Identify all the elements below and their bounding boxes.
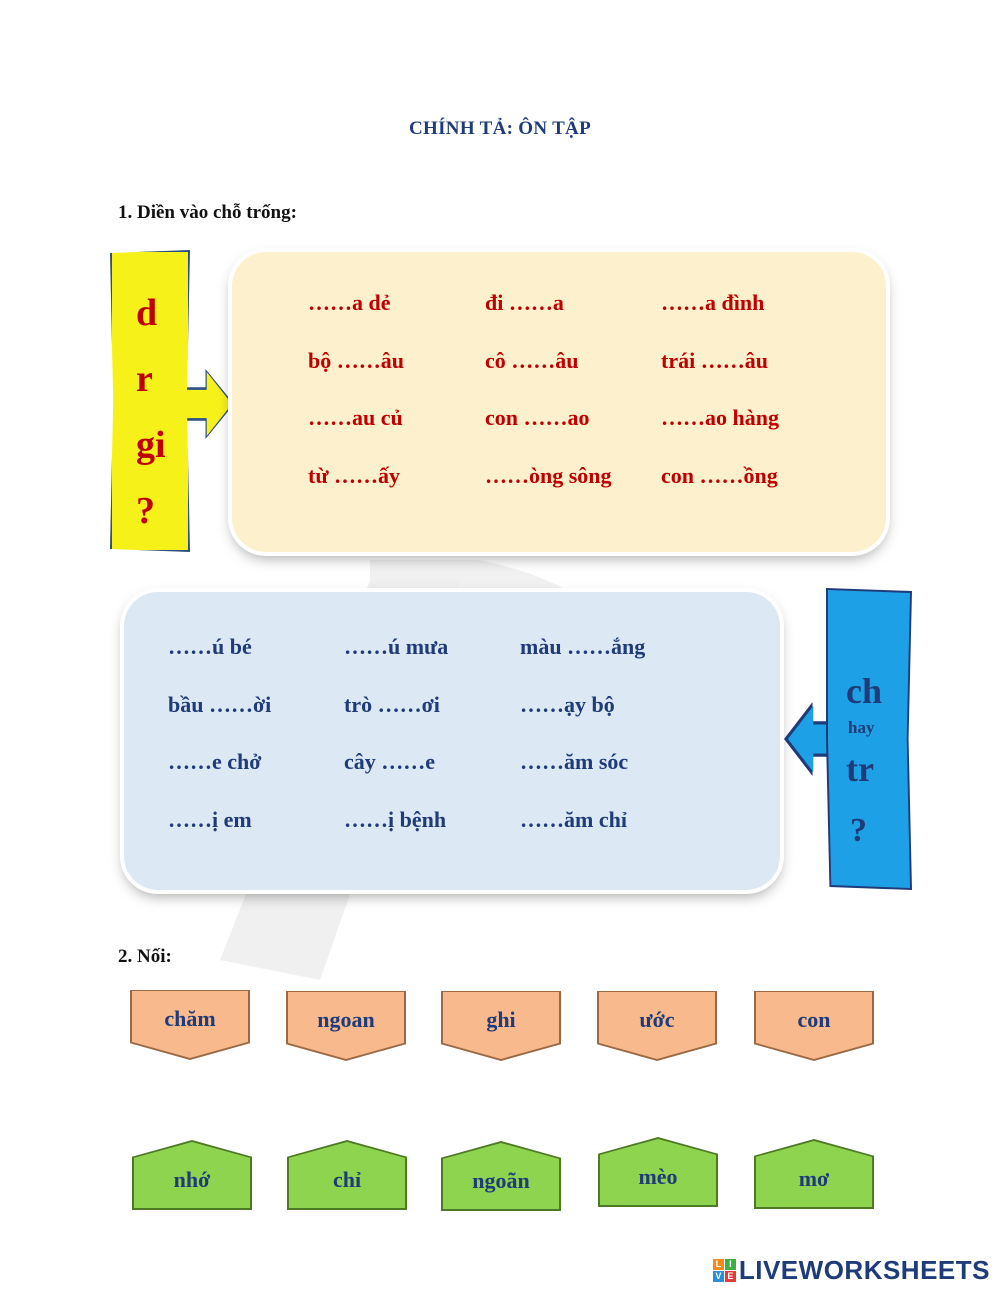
match-tile-top[interactable]: ngoan (288, 992, 404, 1059)
logo-mark-icon: L I V E (712, 1259, 736, 1282)
blank-item[interactable]: từ ……ấy (308, 463, 401, 488)
blue-letter-banner: ch hay tr ? (828, 590, 910, 888)
blank-item[interactable]: trò ……ơi (344, 692, 440, 717)
banner-letter-d: d (136, 292, 158, 334)
blank-item[interactable]: màu ……ắng (520, 634, 646, 659)
match-tile-bottom[interactable]: mơ (756, 1141, 872, 1207)
logo-mark-letter: E (724, 1271, 736, 1282)
blank-item[interactable]: trái ……âu (661, 348, 768, 373)
blank-item[interactable]: ……ị bệnh (344, 807, 447, 832)
blank-item[interactable]: ……ị em (168, 807, 252, 832)
blank-item[interactable]: con ……ao (485, 405, 590, 430)
section1-heading: 1. Diền vào chỗ trống: (118, 202, 297, 223)
blank-item[interactable]: cây ……e (344, 749, 436, 774)
match-tile-top[interactable]: ước (599, 992, 715, 1059)
blank-item[interactable]: con ……ồng (661, 463, 778, 488)
match-tile-bottom[interactable]: chỉ (289, 1142, 405, 1208)
banner-letter-r: r (136, 358, 153, 400)
blank-item[interactable]: ……ú mưa (344, 634, 449, 659)
match-tile-top[interactable]: con (756, 992, 872, 1059)
blank-item[interactable]: bầu ……ời (168, 692, 272, 717)
blank-item[interactable]: ……ú bé (168, 634, 252, 659)
logo-mark-letter: L (712, 1259, 724, 1270)
blank-item[interactable]: ……ăm sóc (520, 749, 629, 774)
liveworksheets-logo: L I V E LIVEWORKSHEETS (712, 1255, 990, 1286)
match-tile-bottom[interactable]: ngoãn (443, 1143, 559, 1209)
blank-item[interactable]: ……ạy bộ (520, 692, 615, 717)
blank-item[interactable]: ……e chở (168, 749, 262, 774)
blank-item[interactable]: ……a dẻ (308, 290, 391, 315)
blank-item[interactable]: cô ……âu (485, 348, 579, 373)
match-tile-bottom[interactable]: mèo (600, 1139, 716, 1205)
banner-question-mark: ? (136, 490, 155, 532)
blank-item[interactable]: ……ao hàng (661, 405, 779, 430)
cream-exercise-box: ……a dẻ đi ……a ……a đình bộ ……âu cô ……âu t… (232, 252, 886, 552)
blank-item[interactable]: ……ăm chỉ (520, 807, 627, 832)
logo-mark-letter: I (724, 1259, 736, 1270)
blank-item[interactable]: đi ……a (485, 290, 564, 315)
blank-item[interactable]: ……òng sông (485, 463, 612, 488)
blank-item[interactable]: ……a đình (661, 290, 765, 315)
banner-letter-ch: ch (846, 671, 882, 711)
section2-heading: 2. Nối: (118, 946, 172, 967)
match-tile-top[interactable]: ghi (443, 992, 559, 1059)
match-tile-top[interactable]: chăm (132, 991, 248, 1058)
logo-mark-letter: V (712, 1271, 724, 1282)
banner-letter-tr: tr (846, 749, 874, 789)
banner-word-hay: hay (848, 718, 875, 737)
blank-item[interactable]: ……au củ (308, 405, 403, 430)
banner-question-mark: ? (850, 812, 867, 849)
blue-exercise-box: ……ú bé ……ú mưa màu ……ắng bầu ……ời trò ……… (124, 592, 780, 890)
yellow-letter-banner: d r gi ? (110, 250, 190, 552)
page-title: CHÍNH TẢ: ÔN TẬP (409, 118, 591, 139)
blank-item[interactable]: bộ ……âu (308, 348, 404, 373)
match-tile-bottom[interactable]: nhớ (134, 1142, 250, 1208)
banner-letter-gi: gi (136, 424, 166, 466)
arrow-right-icon (186, 372, 232, 436)
logo-wordmark: LIVEWORKSHEETS (738, 1255, 990, 1285)
